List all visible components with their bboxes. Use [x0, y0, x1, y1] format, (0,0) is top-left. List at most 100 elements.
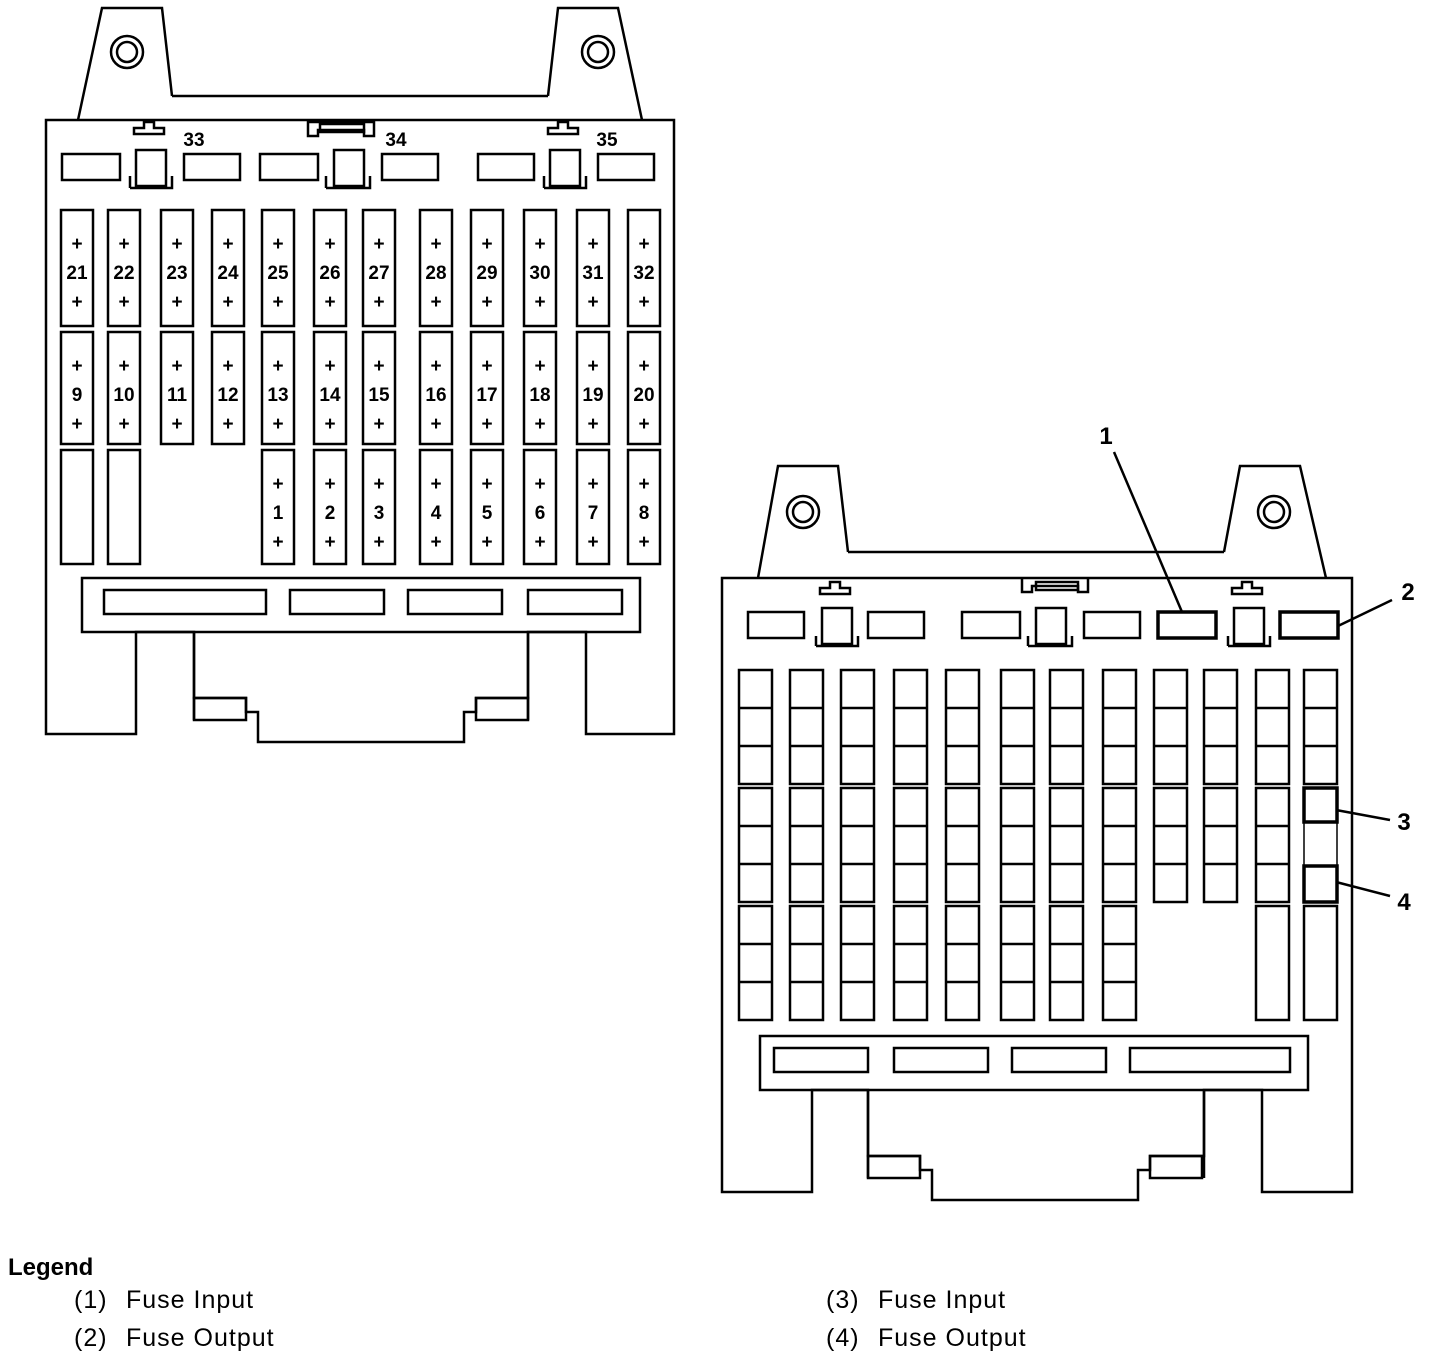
fuse-number-label: 9: [72, 385, 83, 406]
fuse-slot: [1254, 668, 1291, 786]
fuse-plus-bottom: +: [118, 414, 129, 435]
fuse-slot: [892, 904, 929, 1022]
fuse-slot: [575, 448, 611, 566]
fuse-number-label: 8: [639, 503, 650, 524]
fuse-number-label: 16: [425, 385, 446, 406]
fuse-plus-top: +: [118, 234, 129, 255]
fuse-slot: [159, 330, 195, 446]
fuse-plus-bottom: +: [587, 532, 598, 553]
legend-label: Fuse Input: [878, 1286, 1007, 1314]
fuse-plus-top: +: [373, 356, 384, 377]
fuse-slot: [892, 786, 929, 904]
fuse-plus-bottom: +: [71, 292, 82, 313]
legend-label: Fuse Output: [126, 1324, 275, 1352]
fuse-slot: [210, 208, 246, 328]
fuse-number-label: 15: [368, 385, 390, 406]
fuse-plus-top: +: [638, 474, 649, 495]
fuse-slot: [522, 330, 558, 446]
fuse-slot: [737, 786, 774, 904]
fuse-slot: [944, 668, 981, 786]
fuse-plus-top: +: [324, 356, 335, 377]
fuse-plus-bottom: +: [481, 292, 492, 313]
right-fuse-block: [720, 451, 1393, 1202]
fuse-number-label: 29: [476, 263, 497, 284]
fuse-number-label: 31: [582, 263, 604, 284]
relay-number-34: 34: [385, 130, 407, 151]
fuse-number-label: 5: [482, 503, 493, 524]
fuse-number-label: 22: [113, 263, 134, 284]
fuse-slot: [892, 668, 929, 786]
fuse-slot: [839, 786, 876, 904]
fuse-plus-top: +: [481, 234, 492, 255]
fuse-plus-top: +: [222, 234, 233, 255]
fuse-slot: [737, 668, 774, 786]
fuse-plus-bottom: +: [430, 414, 441, 435]
fuse-plus-top: +: [222, 356, 233, 377]
fuse-plus-bottom: +: [118, 292, 129, 313]
left-ear: [76, 6, 174, 121]
fuse-slot: [1202, 668, 1239, 786]
fuse-number-label: 6: [535, 503, 546, 524]
fuse-plus-bottom: +: [534, 414, 545, 435]
fuse-plus-bottom: +: [430, 292, 441, 313]
bottom-terminal-strip-left: [80, 576, 642, 634]
fuse-slot: [260, 448, 296, 566]
fuse-slot: [106, 448, 142, 566]
fuse-plus-top: +: [71, 234, 82, 255]
fuse-plus-top: +: [373, 234, 384, 255]
fuse-slot: [1254, 786, 1291, 904]
fuse-input-3: [1302, 786, 1339, 824]
fuse-number-label: 2: [325, 503, 336, 524]
fuse-number-label: 27: [368, 263, 389, 284]
fuse-number-label: 13: [267, 385, 288, 406]
fuse-plus-bottom: +: [171, 414, 182, 435]
fuse-slot: [1152, 786, 1189, 904]
fuse-number-label: 11: [167, 385, 188, 406]
fuse-slot: [312, 448, 348, 566]
left-fuse-block: +21++22++23++24++25++26++27++28++29++30+…: [44, 6, 676, 744]
fuse-slot: [999, 904, 1036, 1022]
fuse-number-label: 17: [476, 385, 497, 406]
fuse-slot: [999, 668, 1036, 786]
fuse-plus-top: +: [430, 474, 441, 495]
fuse-plus-top: +: [272, 356, 283, 377]
fuse-plus-bottom: +: [373, 414, 384, 435]
fuse-slot: [361, 330, 397, 446]
fuse-slot: [1302, 904, 1339, 1022]
fuse-plus-top: +: [430, 356, 441, 377]
fuse-slot: [418, 208, 454, 328]
fuse-slot: [788, 668, 825, 786]
mount-hole-left-right-block: [785, 494, 821, 530]
fuse-plus-bottom: +: [534, 292, 545, 313]
fuse-number-label: 21: [66, 263, 88, 284]
fuse-plus-top: +: [430, 234, 441, 255]
fuse-slot: [839, 668, 876, 786]
fuse-slot: [418, 448, 454, 566]
fuse-slot: [1303, 787, 1338, 903]
fuse-slot: [59, 448, 95, 566]
fuse-number-label: 4: [431, 503, 442, 524]
legend-title: Legend: [8, 1254, 94, 1281]
fuse-slot: [59, 330, 95, 446]
fuse-slot: [626, 330, 662, 446]
fuse-number-label: 18: [529, 385, 550, 406]
callout-1: 1: [1099, 423, 1112, 450]
top-relays-left: [60, 120, 656, 190]
fuse-plus-bottom: +: [272, 414, 283, 435]
fuse-slot: [312, 208, 348, 328]
legend-num: (1): [74, 1286, 108, 1314]
legend-item-3: (3)Fuse Input: [826, 1286, 1006, 1315]
fuse-number-label: 10: [113, 385, 134, 406]
fuse-slot: [361, 208, 397, 328]
mount-hole-right-right-block: [1256, 494, 1292, 530]
fuse-slot: [737, 904, 774, 1022]
fuse-plus-top: +: [171, 356, 182, 377]
fuse-plus-top: +: [118, 356, 129, 377]
fuse-number-label: 32: [633, 263, 654, 284]
fuse-slot: [626, 208, 662, 328]
fuse-number-label: 7: [588, 503, 599, 524]
fuse-plus-top: +: [534, 234, 545, 255]
fuse-plus-bottom: +: [430, 532, 441, 553]
fuse-slot: [106, 330, 142, 446]
